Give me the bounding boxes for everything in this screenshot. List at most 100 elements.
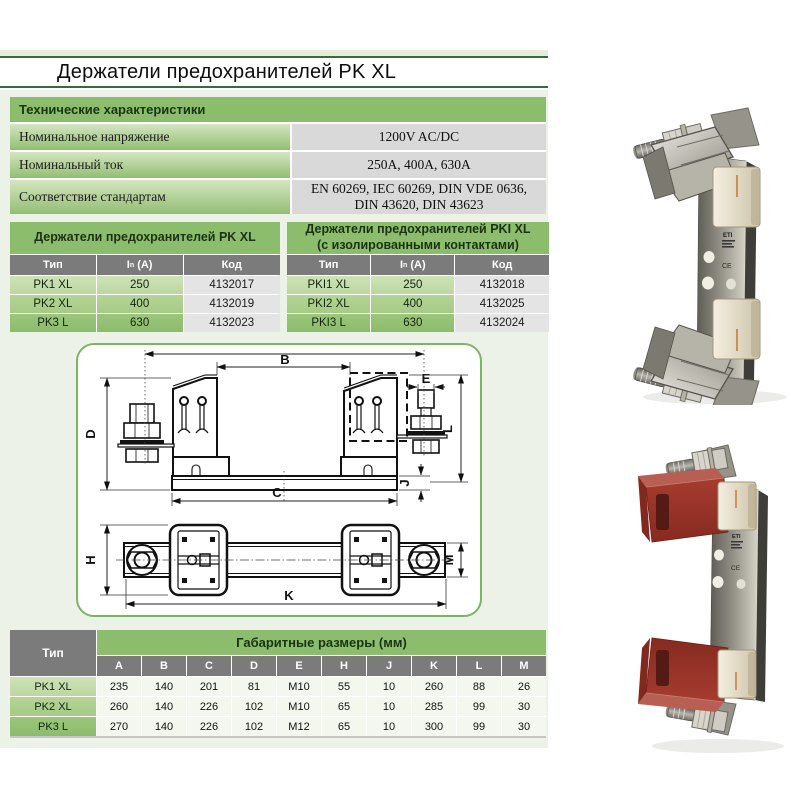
insulated-contact-assembly: [638, 444, 757, 543]
brand-mark: ETI: [732, 534, 741, 540]
cell-code: 4132024: [455, 314, 549, 332]
dims-cell: M12: [277, 717, 321, 736]
red-cover: [638, 468, 729, 543]
dims-cell: 65: [322, 717, 366, 736]
terminal-bolt-right: [396, 389, 448, 454]
dims-cell: M10: [277, 697, 321, 716]
cell-current: 400: [96, 295, 183, 313]
fuse-clip: [642, 126, 738, 202]
spec-value: 1200V AC/DC: [292, 124, 546, 150]
dims-col: K: [412, 656, 456, 676]
product-photo-metal: ETI CE: [585, 85, 795, 405]
dims-col: L: [457, 656, 501, 676]
dims-cell: 102: [232, 717, 276, 736]
dims-table-title: Габаритные размеры (мм): [97, 630, 546, 655]
cell-current: 250: [96, 276, 183, 294]
top-view: [116, 523, 454, 597]
dim-label-m: M: [441, 555, 456, 566]
dims-col: H: [322, 656, 366, 676]
dims-cell: 10: [367, 677, 411, 696]
dims-row-type: PK3 L: [10, 717, 96, 736]
dim-label-k: K: [284, 588, 294, 603]
spec-table-header: Технические характеристики: [10, 97, 546, 122]
dims-col: C: [187, 656, 231, 676]
dims-cell: 226: [187, 717, 231, 736]
dims-cell: 201: [187, 677, 231, 696]
spec-label: Номинальное напряжение: [10, 124, 290, 150]
product-photo-insulated: ETI CE: [598, 420, 798, 755]
dims-cell: 10: [367, 717, 411, 736]
photo-shadow: [652, 739, 784, 753]
spec-label: Соответствие стандартам: [10, 180, 290, 214]
dims-col: E: [277, 656, 321, 676]
cell-current: 630: [96, 314, 183, 332]
rating-label: ETI CE: [722, 233, 735, 270]
dims-cell: 140: [142, 677, 186, 696]
centerlines: [144, 350, 425, 503]
dims-cell: 26: [502, 677, 546, 696]
holders-table-title-text: Держатели предохранителей PK XL: [34, 230, 256, 245]
title-band: Держатели предохранителей PK XL: [0, 58, 548, 88]
dim-label-j: J: [397, 479, 412, 486]
dims-cell: 81: [232, 677, 276, 696]
ceramic-block: [717, 481, 757, 531]
cell-code: 4132023: [183, 314, 280, 332]
dims-cell: 270: [97, 717, 141, 736]
dim-label-c: C: [272, 485, 282, 500]
cell-code: 4132019: [183, 295, 280, 313]
page-title: Держатели предохранителей PK XL: [57, 60, 397, 83]
dims-col: M: [502, 656, 546, 676]
dims-cell: 226: [187, 697, 231, 716]
cell-type: PK2 XL: [10, 295, 96, 313]
dims-cell: 140: [142, 717, 186, 736]
dim-label-l: L: [440, 425, 455, 433]
col-header-type: Тип: [287, 255, 371, 275]
dims-cell: 10: [367, 697, 411, 716]
dims-col: B: [142, 656, 186, 676]
dims-cell: 260: [97, 697, 141, 716]
dims-cell: 102: [232, 697, 276, 716]
base-plate: [171, 456, 398, 491]
dims-col: D: [232, 656, 276, 676]
dims-cell: 30: [502, 717, 546, 736]
clip-screws: [177, 396, 384, 434]
dims-cell: 30: [502, 697, 546, 716]
dims-cell: 99: [457, 697, 501, 716]
dims-cell: 235: [97, 677, 141, 696]
cell-current: 630: [371, 314, 455, 332]
cell-code: 4132018: [455, 276, 549, 294]
mounting-rail: ETI CE: [709, 483, 768, 702]
col-header-type: Тип: [10, 255, 96, 275]
dims-cell: 140: [142, 697, 186, 716]
dim-label-h: H: [83, 555, 98, 564]
cell-type: PKI2 XL: [287, 295, 371, 313]
col-header-code: Код: [183, 255, 280, 275]
dims-cell: 55: [322, 677, 366, 696]
fuse-contact-towers: [172, 374, 398, 458]
technical-drawing: B: [83, 350, 468, 609]
spec-value: EN 60269, IEC 60269, DIN VDE 0636, DIN 4…: [292, 180, 546, 214]
cell-type: PKI1 XL: [287, 276, 371, 294]
dims-cell: M10: [277, 677, 321, 696]
cell-current: 250: [371, 276, 455, 294]
dimensions-table: Тип Габаритные размеры (мм) A B C D E H …: [10, 630, 546, 738]
dims-cell: 88: [457, 677, 501, 696]
technical-characteristics-table: Технические характеристики Номинальное н…: [10, 97, 546, 214]
dims-col: A: [97, 656, 141, 676]
cell-type: PK1 XL: [10, 276, 96, 294]
terminal-bolt-left: [117, 403, 175, 463]
contact-assembly: [633, 107, 761, 228]
rating-label: ETI CE: [731, 534, 743, 572]
spec-label: Номинальный ток: [10, 152, 290, 178]
holders-table-title: Держатели предохранителей PK XL: [10, 222, 280, 254]
holders-insulated-table-title: Держатели предохранителей PKI XL (с изол…: [287, 222, 549, 254]
dims-cell: 260: [412, 677, 456, 696]
dims-row-type: PK1 XL: [10, 677, 96, 696]
holders-insulated-table: Держатели предохранителей PKI XL (с изол…: [287, 222, 549, 332]
ce-mark: CE: [722, 263, 732, 270]
cell-type: PK3 L: [10, 314, 96, 332]
dims-col: J: [367, 656, 411, 676]
dims-col-type: Тип: [10, 630, 96, 676]
